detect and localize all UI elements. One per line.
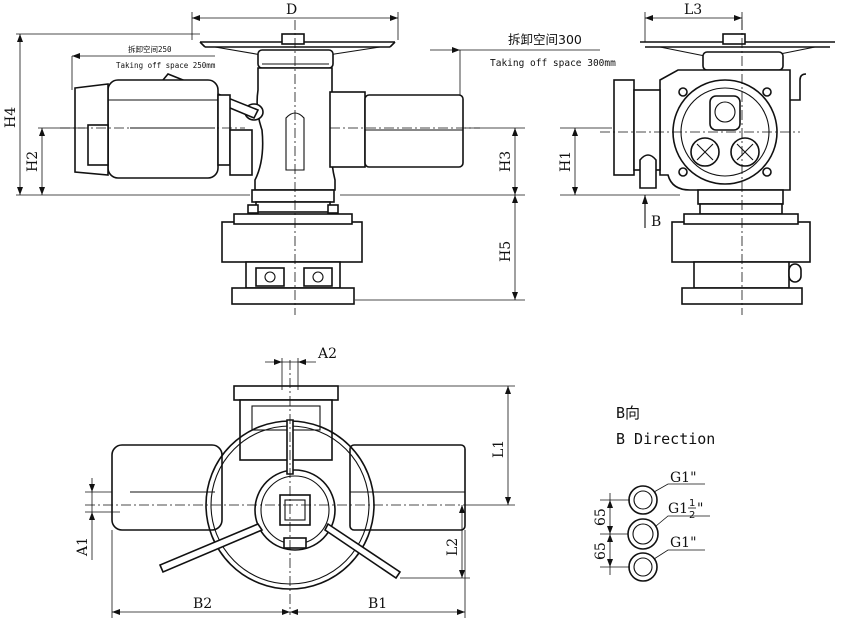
b-direction-title-en: B Direction (616, 430, 715, 448)
label-port-mid: G1 (668, 501, 688, 517)
side-motor-cover (613, 79, 635, 176)
side-view: L3 H1 B (558, 2, 835, 315)
takeoff-300-cn: 拆卸空间300 (508, 32, 582, 47)
top-view-motor-left (111, 444, 223, 531)
top-view-lever (158, 523, 264, 574)
label-port-mid-suffix: " (697, 501, 703, 517)
base-flange (221, 221, 363, 263)
label-D: D (286, 2, 297, 18)
b-direction-detail: B向 B Direction 65 65 G1" G1 1 2 " G1" (593, 404, 715, 582)
port-bottom (628, 552, 658, 582)
label-A1: A1 (75, 537, 91, 557)
label-port-mid-denominator: 2 (689, 510, 695, 521)
label-H1: H1 (558, 151, 574, 172)
label-H2: H2 (25, 151, 41, 172)
front-view: D H4 H2 H3 H5 拆卸空间250 Taking off space 2… (3, 2, 616, 315)
handwheel-spokes (214, 46, 381, 56)
mounting-base (231, 287, 355, 305)
label-B2: B2 (193, 596, 212, 612)
label-H3: H3 (498, 151, 514, 172)
takeoff-300-en: Taking off space 300mm (490, 58, 616, 69)
side-top-cover (702, 51, 784, 71)
label-H5: H5 (498, 241, 514, 262)
takeoff-250-cn: 拆卸空间250 (128, 44, 172, 54)
top-view-motor-right (349, 444, 466, 531)
label-port-top: G1" (670, 470, 697, 486)
port-top (628, 485, 658, 515)
takeoff-250-en: Taking off space 250mm (116, 61, 216, 70)
motor-right-flange (329, 91, 366, 168)
label-port-bottom: G1" (670, 535, 697, 551)
side-handle (790, 73, 807, 101)
motor-right (364, 94, 464, 168)
label-B1: B1 (368, 596, 387, 612)
label-port-mid-numerator: 1 (689, 498, 695, 509)
b-direction-title-cn: B向 (616, 404, 640, 422)
top-view: A2 A1 L1 L2 B2 B1 (75, 346, 515, 618)
label-A2: A2 (317, 346, 337, 362)
label-L1: L1 (491, 440, 507, 458)
handwheel-hub (281, 33, 305, 45)
label-L3: L3 (684, 2, 702, 18)
label-H4: H4 (3, 107, 19, 128)
label-spacing-bottom: 65 (593, 542, 609, 560)
label-L2: L2 (445, 538, 461, 556)
motor-left (107, 79, 219, 179)
top-cover (257, 49, 334, 69)
label-spacing-top: 65 (593, 508, 609, 526)
label-B-arrow: B (651, 214, 661, 230)
